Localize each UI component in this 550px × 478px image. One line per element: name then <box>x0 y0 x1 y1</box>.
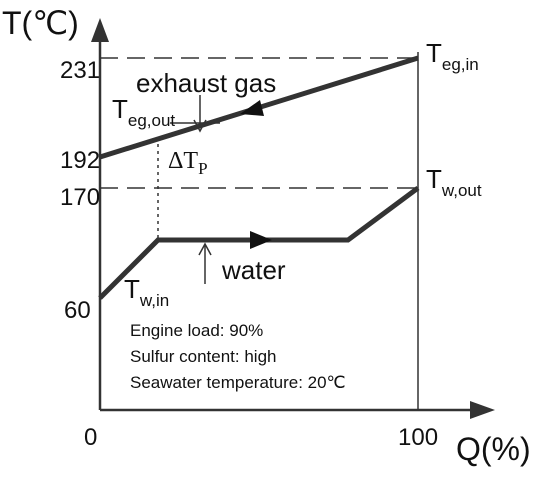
x-axis-label: Q(%) <box>456 431 531 467</box>
y-tick-170: 170 <box>60 184 100 211</box>
y-tick-192: 192 <box>60 147 100 174</box>
y-axis-label: T(℃) <box>2 5 79 41</box>
condition-engine-load: Engine load: 90% <box>130 321 263 340</box>
condition-seawater: Seawater temperature: 20℃ <box>130 373 346 392</box>
delta-tp-label: ΔTP <box>168 148 208 178</box>
tw-out-label: Tw,out <box>426 164 482 200</box>
x-axis-arrow <box>470 401 495 419</box>
exhaust-gas-arrow <box>240 100 264 116</box>
water-arrow <box>250 231 272 249</box>
x-tick-0: 0 <box>84 424 97 451</box>
water-pointer-head <box>198 242 212 256</box>
x-tick-100: 100 <box>398 424 438 451</box>
teg-in-label: Teg,in <box>426 38 479 74</box>
y-axis-arrow <box>91 18 109 42</box>
exhaust-gas-label: exhaust gas <box>136 68 276 98</box>
water-label: water <box>221 255 286 285</box>
teg-out-label: Teg,out <box>112 94 175 130</box>
y-tick-231: 231 <box>60 57 100 84</box>
condition-sulfur: Sulfur content: high <box>130 347 276 366</box>
tw-in-label: Tw,in <box>124 274 169 310</box>
y-tick-60: 60 <box>64 297 91 324</box>
